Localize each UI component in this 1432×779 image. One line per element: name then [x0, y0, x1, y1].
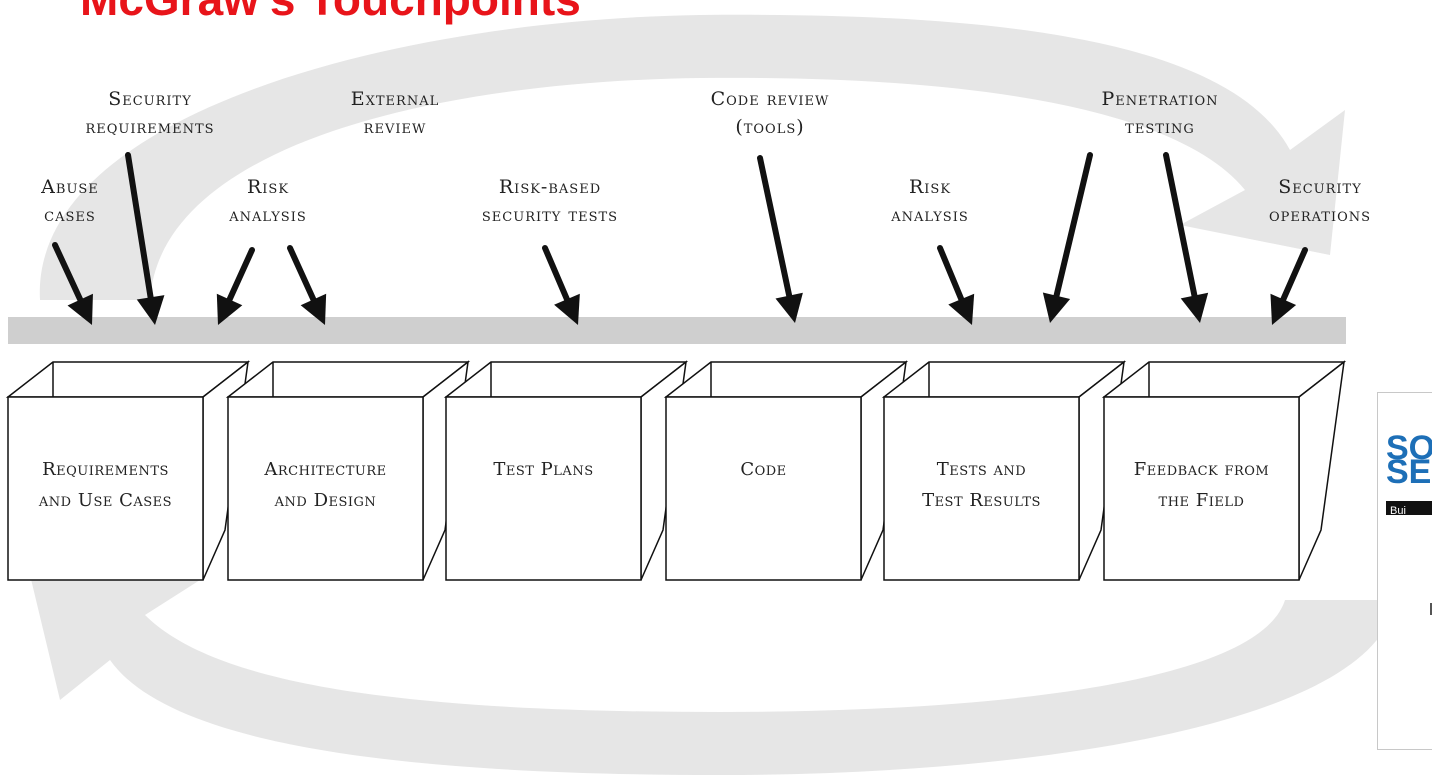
touchpoint-label-code-review-tools: Code review [711, 88, 830, 110]
touchpoint-label-risk-based-security-tests: Risk-based [499, 176, 601, 198]
touchpoint-label-code-review-tools: (tools) [735, 116, 804, 138]
stage-label: Test Results [922, 490, 1041, 511]
touchpoint-label-security-operations: operations [1269, 204, 1371, 226]
touchpoint-label-risk-analysis-2: analysis [890, 204, 968, 226]
stage-label: the Field [1159, 490, 1245, 511]
stage-label: Test Plans [493, 459, 593, 480]
touchpoint-label-risk-analysis-2: Risk [909, 176, 951, 198]
stage-box-test-plans: Test Plans [446, 362, 686, 580]
touchpoint-label-external-review: External [351, 88, 439, 110]
top-cycle-arrow [40, 15, 1345, 300]
stage-box-architecture-and-design: Architecture and Design [228, 362, 468, 580]
touchpoint-label-security-requirements: Security [108, 88, 192, 110]
touchpoint-label-risk-analysis-1: analysis [228, 204, 306, 226]
stage-label: Requirements [42, 459, 169, 480]
touchpoint-label-security-requirements: requirements [85, 116, 214, 138]
stage-box-code: Code [666, 362, 906, 580]
stage-label: Architecture [263, 459, 386, 480]
touchpoint-arrows [55, 155, 1305, 325]
stage-box-feedback-from-the-field: Feedback from the Field [1104, 362, 1344, 580]
touchpoint-arrow [1166, 155, 1208, 323]
touchpoint-label-risk-analysis-1: Risk [247, 176, 289, 198]
touchpoint-label-security-operations: Security [1278, 176, 1362, 198]
stage-label: Feedback from [1134, 459, 1270, 480]
stage-box-requirements-and-use-cases: Requirements and Use Cases [8, 362, 248, 580]
touchpoint-label-penetration-testing: testing [1125, 116, 1195, 138]
touchpoint-label-penetration-testing: Penetration [1101, 88, 1218, 110]
stage-label: Code [740, 459, 786, 480]
touchpoint-arrow [217, 250, 252, 325]
touchpoint-arrow [290, 248, 326, 325]
touchpoint-arrow [1270, 250, 1305, 325]
touchpoint-arrow [940, 248, 974, 325]
touchpoint-label-risk-based-security-tests: security tests [482, 204, 618, 226]
book-cover-word: SE [1386, 457, 1431, 487]
lifecycle-stages: Requirements and Use Cases Architecture and… [8, 362, 1344, 580]
bottom-cycle-arrow [30, 575, 1395, 775]
stage-label: and Design [274, 490, 377, 511]
stage-label: Tests and [937, 459, 1026, 480]
touchpoint-arrow [545, 248, 580, 325]
touchpoint-label-external-review: review [364, 116, 427, 138]
book-cover-band: Bui [1386, 505, 1406, 517]
timeline-bar [8, 317, 1346, 344]
touchpoint-label-abuse-cases: cases [44, 204, 96, 226]
touchpoint-arrow [760, 158, 803, 323]
touchpoint-arrow [1043, 155, 1090, 323]
touchpoint-label-abuse-cases: Abuse [40, 176, 99, 198]
book-cover-image: SO SE Bui [1377, 392, 1432, 750]
stage-label: and Use Cases [38, 490, 172, 511]
